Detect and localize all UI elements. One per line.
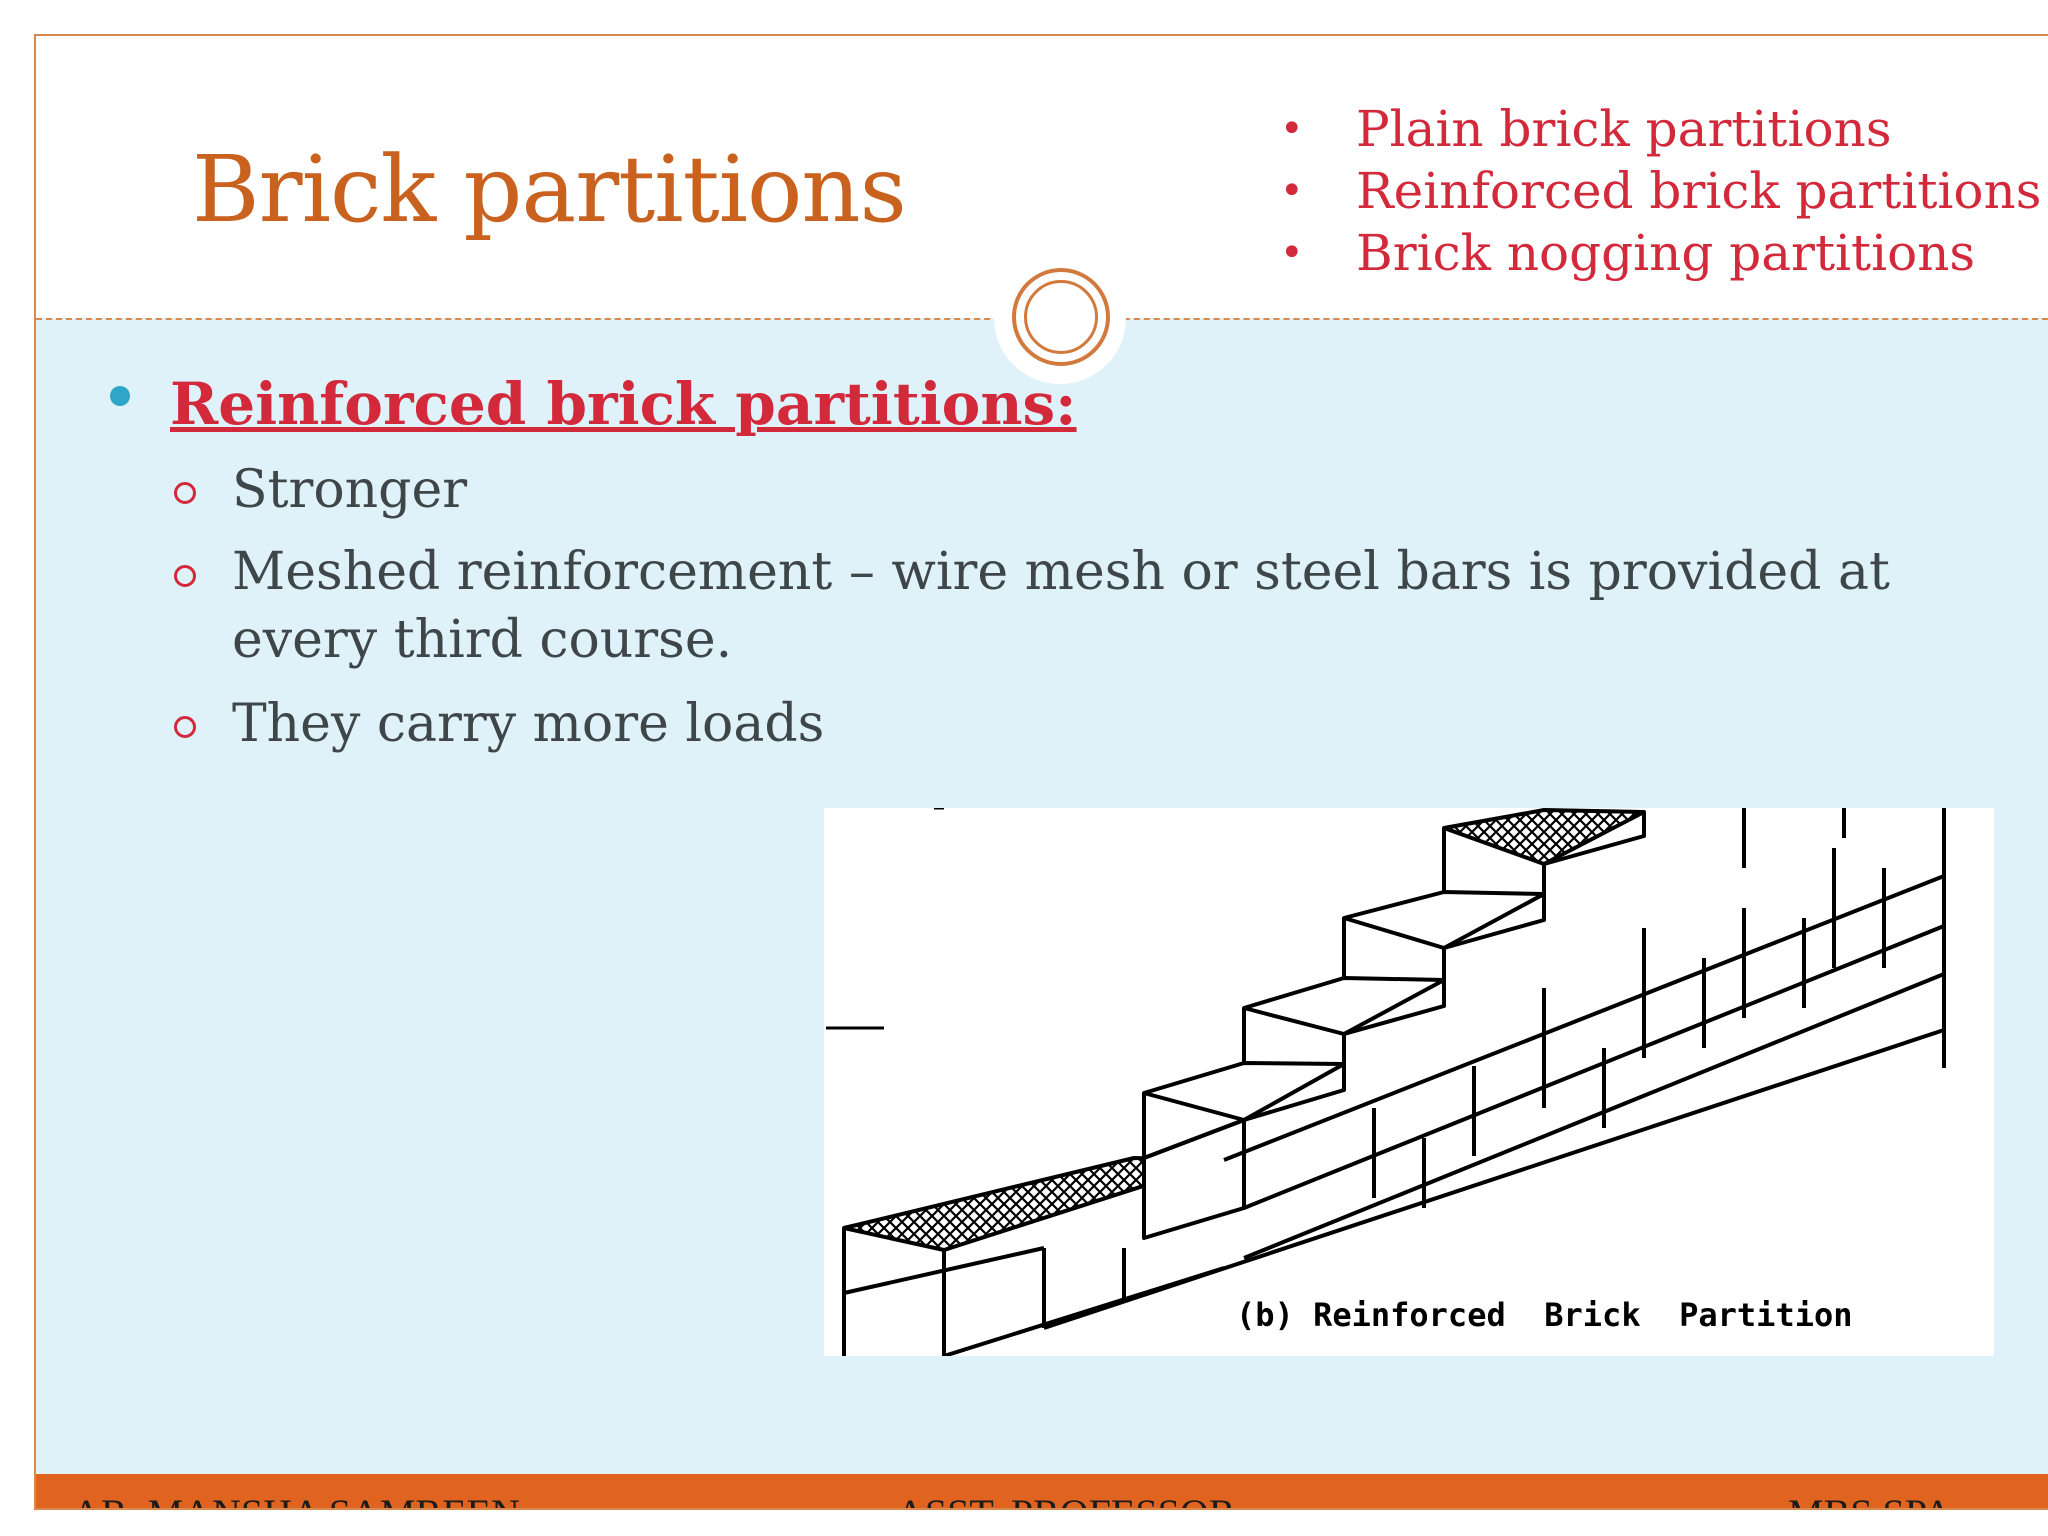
divider-ornament-icon [1012, 268, 1110, 366]
footer-institution: MBS SPA [1788, 1490, 1952, 1508]
sub-bullet-circle-icon [174, 716, 196, 738]
topic-item: Reinforced brick partitions [1280, 160, 2041, 222]
figure-caption: (b) Reinforced Brick Partition [1236, 1296, 1853, 1334]
slide-frame: Brick partitions Plain brick partitions … [34, 34, 2048, 1510]
sub-bullet-circle-icon [174, 565, 196, 587]
topic-list: Plain brick partitions Reinforced brick … [1280, 98, 2041, 284]
topic-item: Plain brick partitions [1280, 98, 2041, 160]
footer-author: AR. MANSHA SAMREEN [72, 1490, 520, 1508]
brick-wall-drawing [826, 806, 1946, 1358]
point-item: They carry more loads [232, 694, 825, 754]
footer-designation: ASST. PROFESSOR [896, 1490, 1235, 1508]
slide-title: Brick partitions [192, 136, 907, 243]
divider-ornament-inner-ring [1024, 280, 1098, 354]
reinforced-brick-partition-figure: (b) Reinforced Brick Partition [824, 806, 1994, 1358]
sub-bullet-circle-icon [174, 482, 196, 504]
point-item: Stronger [232, 460, 468, 520]
topic-item: Brick nogging partitions [1280, 222, 2041, 284]
footer-bar: AR. MANSHA SAMREEN ASST. PROFESSOR MBS S… [36, 1474, 2048, 1508]
section-heading: Reinforced brick partitions: [170, 370, 1077, 438]
point-item: Meshed reinforcement – wire mesh or stee… [232, 542, 1890, 670]
bullet-dot-icon [110, 386, 130, 406]
